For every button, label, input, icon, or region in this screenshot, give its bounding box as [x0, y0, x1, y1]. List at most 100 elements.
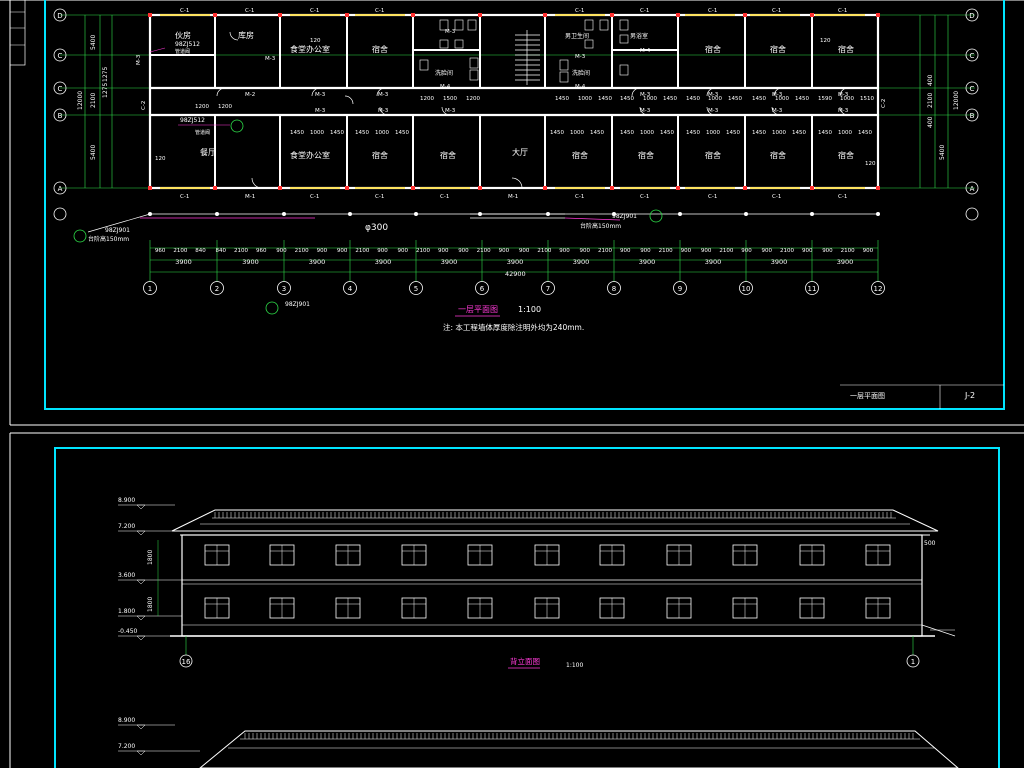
- svg-text:5400: 5400: [90, 35, 97, 50]
- window-lines: [160, 14, 865, 189]
- svg-text:400: 400: [927, 74, 934, 86]
- svg-text:M-4: M-4: [640, 48, 651, 54]
- svg-text:1450: 1450: [355, 130, 369, 136]
- svg-text:M-3: M-3: [315, 108, 326, 114]
- room-dorm-top-2: 宿舍: [705, 44, 721, 54]
- axis-number: 3: [282, 285, 286, 293]
- left-axis-bubbles: D C C B A: [53, 8, 67, 221]
- left-dimension-texts: 5400 1275 1275 2100 5400 12000: [77, 35, 109, 160]
- svg-text:1450: 1450: [590, 130, 604, 136]
- detail-dimension: 2100: [173, 248, 187, 254]
- svg-text:5400: 5400: [939, 145, 946, 160]
- axis-left-b: B: [58, 112, 63, 120]
- detail-dimension: 2100: [659, 248, 673, 254]
- axis-number: 7: [546, 285, 550, 293]
- sheet-name: 一层平面图: [850, 392, 885, 400]
- axis-left-c2: C: [58, 85, 63, 93]
- svg-text:98ZJ901: 98ZJ901: [612, 213, 637, 220]
- door-swings: [216, 31, 849, 189]
- svg-text:管道阀: 管道阀: [195, 129, 210, 136]
- room-dorm-bottom-7: 宿舍: [838, 150, 854, 160]
- column-markers: [148, 13, 880, 190]
- detail-dimension: 900: [762, 248, 773, 254]
- roof-tiles-2: [228, 733, 935, 749]
- svg-text:M-3: M-3: [640, 108, 651, 114]
- svg-text:1590: 1590: [818, 96, 832, 102]
- plan-scale: 1:100: [518, 305, 541, 314]
- axis-bubble: [805, 281, 819, 295]
- svg-text:1450: 1450: [598, 96, 612, 102]
- svg-text:1200: 1200: [466, 96, 480, 102]
- bay-dimension: 3900: [507, 258, 524, 266]
- bay-dimension: 3900: [771, 258, 788, 266]
- svg-text:2100: 2100: [927, 93, 934, 108]
- sheet-number: J-2: [964, 391, 975, 400]
- svg-text:1450: 1450: [795, 96, 809, 102]
- svg-text:2100: 2100: [90, 93, 97, 108]
- svg-text:C-1: C-1: [575, 8, 584, 14]
- axis-number: 9: [678, 285, 682, 293]
- detail-dimension: 2100: [780, 248, 794, 254]
- room-dorm-bottom-1: 宿舍: [372, 150, 388, 160]
- opening-codes: C-1 C-1 C-1 C-1 C-1 C-1 C-1 C-1 C-1 C-1 …: [136, 8, 887, 200]
- axis-bubble: [277, 281, 291, 295]
- sheet-border-bottom: [9, 432, 1024, 768]
- svg-text:管道阀: 管道阀: [175, 48, 190, 55]
- svg-text:C-1: C-1: [440, 194, 449, 200]
- room-dorm-bottom-6: 宿舍: [770, 150, 786, 160]
- toilet-fixtures: [419, 19, 629, 83]
- bay-dimension: 3900: [375, 258, 392, 266]
- axis-bubble: [739, 281, 753, 295]
- svg-text:1450: 1450: [660, 130, 674, 136]
- axis-bubble: [673, 281, 687, 295]
- elevation-scale: 1:100: [566, 662, 583, 669]
- axis-number: 10: [742, 285, 751, 293]
- svg-text:1450: 1450: [858, 130, 872, 136]
- svg-text:1450: 1450: [728, 96, 742, 102]
- svg-text:C-1: C-1: [245, 8, 254, 14]
- detail-dimension: 2100: [719, 248, 733, 254]
- detail-dimension: 900: [458, 248, 469, 254]
- bay-dimension: 3900: [639, 258, 656, 266]
- svg-text:1000: 1000: [775, 96, 789, 102]
- svg-text:M-3: M-3: [772, 92, 783, 98]
- detail-dimension: 900: [741, 248, 752, 254]
- svg-text:8.900: 8.900: [118, 497, 135, 504]
- svg-text:M-2: M-2: [245, 92, 255, 98]
- axis-right-d: D: [969, 12, 974, 20]
- svg-text:M-3: M-3: [378, 92, 389, 98]
- svg-text:1200: 1200: [420, 96, 434, 102]
- axis-bubble: [475, 281, 489, 295]
- elevation-axes: 16 1: [179, 636, 920, 668]
- svg-text:1000: 1000: [840, 96, 854, 102]
- svg-text:M-3: M-3: [708, 92, 719, 98]
- axis-bubble: [871, 281, 885, 295]
- rear-elevation: 8.900 7.200 3.600 1.800 -0.450 1800 1800: [118, 497, 956, 669]
- svg-text:12000: 12000: [953, 91, 960, 110]
- bay-dimension: 3900: [309, 258, 326, 266]
- axis-bubble: [409, 281, 423, 295]
- svg-text:98ZJ901: 98ZJ901: [105, 227, 130, 234]
- detail-dimension: 900: [317, 248, 328, 254]
- sheet-border-top: 一层平面图 J-2: [0, 0, 1024, 426]
- svg-text:C-1: C-1: [772, 8, 781, 14]
- svg-text:-0.450: -0.450: [118, 628, 138, 635]
- axis-right-a: A: [970, 185, 975, 193]
- bay-dimension: 3900: [705, 258, 722, 266]
- detail-dimension: 2100: [598, 248, 612, 254]
- detail-dimension: 2100: [295, 248, 309, 254]
- corridor-dims: 1200 1500 1200 1450 1000 1450 1450 1000 …: [155, 38, 876, 167]
- svg-text:C-2: C-2: [141, 101, 147, 110]
- room-dining: 餐厅: [200, 148, 216, 157]
- room-dorm-top-3: 宿舍: [770, 44, 786, 54]
- partition-walls: [150, 15, 813, 188]
- svg-text:1450: 1450: [818, 130, 832, 136]
- svg-text:C-1: C-1: [640, 8, 649, 14]
- detail-dimension: 960: [155, 248, 166, 254]
- svg-text:1450: 1450: [752, 96, 766, 102]
- detail-dimension: 900: [559, 248, 570, 254]
- axis-left-a: A: [58, 185, 63, 193]
- svg-text:1510: 1510: [860, 96, 874, 102]
- svg-text:1800: 1800: [147, 597, 154, 612]
